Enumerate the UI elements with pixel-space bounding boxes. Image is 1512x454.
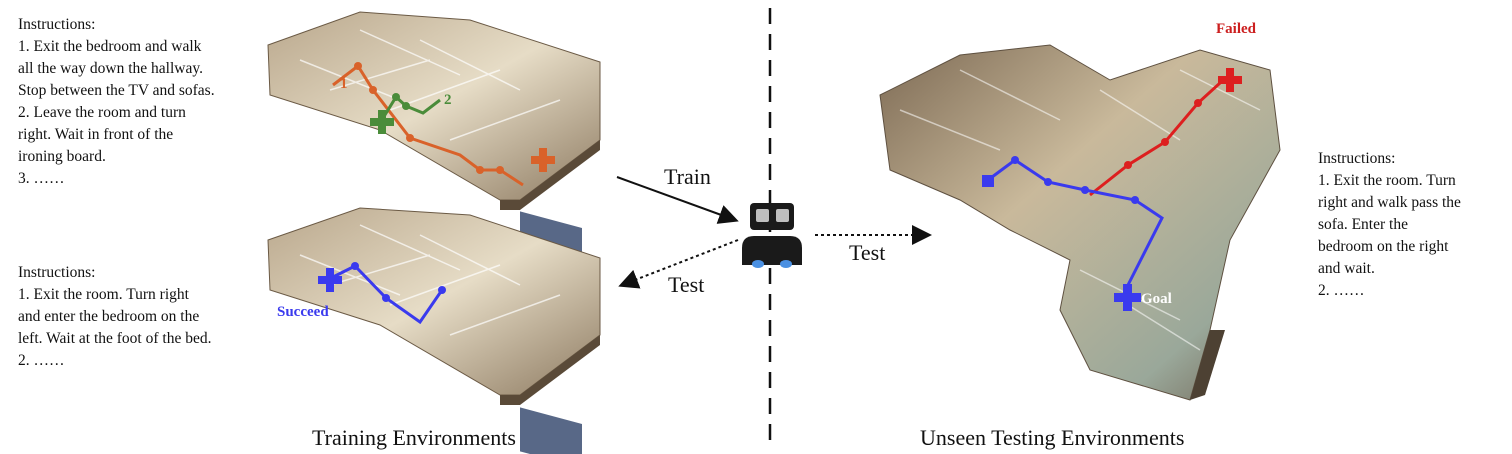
succeed-label: Succeed [277, 304, 329, 320]
goal-path-blue [987, 156, 1164, 286]
failed-end-marker [1218, 68, 1242, 92]
test-left-label: Test [668, 272, 705, 297]
succeed-path-blue [326, 262, 446, 325]
goal-marker [1114, 284, 1141, 311]
robot-icon [742, 203, 802, 268]
caption-testing: Unseen Testing Environments [920, 425, 1185, 450]
test-left-arrow [618, 239, 739, 289]
train-arrow [616, 176, 739, 224]
testing-instructions: Instructions: 1. Exit the room. Turn rig… [1318, 150, 1461, 299]
path-2-goal-marker [370, 110, 394, 134]
path-2-label: 2 [444, 92, 452, 108]
path-1-goal-marker [531, 148, 555, 172]
path-1-orange [332, 62, 524, 187]
failed-path-red [1089, 81, 1222, 197]
path-1-label: 1 [340, 76, 348, 92]
goal-label: Goal [1141, 291, 1172, 307]
training-instructions-top: Instructions: 1. Exit the bedroom and wa… [18, 16, 215, 187]
path-2-green [378, 93, 441, 124]
succeed-goal-marker [318, 268, 342, 292]
test-right-label: Test [849, 240, 886, 265]
training-instructions-bottom: Instructions: 1. Exit the room. Turn rig… [18, 264, 212, 369]
caption-training: Training Environments [312, 425, 516, 450]
failed-label: Failed [1216, 21, 1256, 37]
start-marker [982, 175, 994, 187]
training-env-bottom-image [267, 207, 601, 454]
testing-env-image [879, 44, 1281, 401]
train-label: Train [664, 164, 711, 189]
